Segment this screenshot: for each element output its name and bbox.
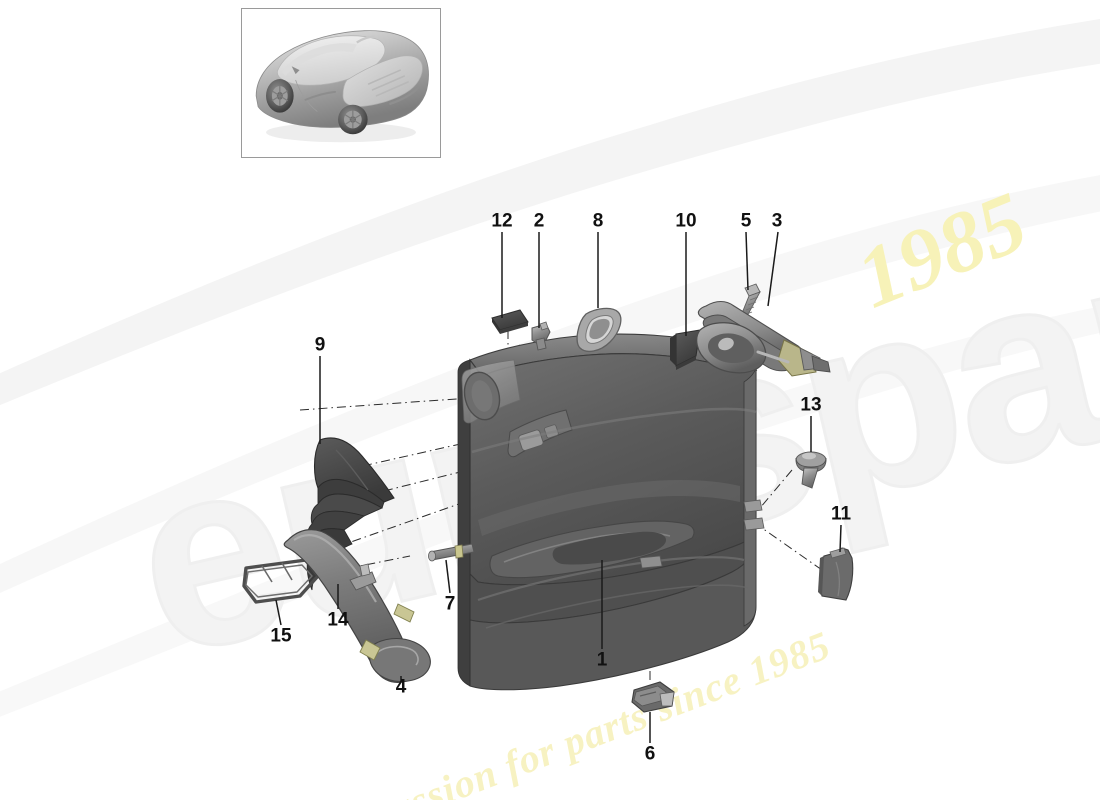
leader-5 [745,231,749,291]
leader-11 [839,524,842,553]
callout-3[interactable]: 3 [771,210,783,232]
callout-7[interactable]: 7 [444,593,456,615]
part-armrest-pull [283,529,431,683]
callout-12[interactable]: 12 [491,210,513,232]
callout-6[interactable]: 6 [644,743,656,765]
part-push-rivet [795,451,827,489]
rear-clip-boss-a [743,499,763,513]
callout-11[interactable]: 11 [830,503,852,525]
car-wheel-rear [338,104,368,135]
callout-5[interactable]: 5 [740,210,752,232]
leader-15 [275,599,282,626]
part-lower-clip [631,681,675,713]
leader-7 [445,559,451,594]
vehicle-thumbnail [241,8,441,158]
part-door-trim-panel [457,333,765,691]
part-door-pull-handle [696,300,831,377]
part-cover-cap [491,309,529,334]
axis-11 [761,527,823,571]
callout-1[interactable]: 1 [596,649,608,671]
car-wheel-front [266,79,294,113]
callout-4[interactable]: 4 [395,676,407,698]
callout-9[interactable]: 9 [314,334,326,356]
callout-13[interactable]: 13 [800,394,822,416]
callout-15[interactable]: 15 [270,625,292,647]
axis-9a [299,397,471,411]
callout-10[interactable]: 10 [675,210,697,232]
bottom-clip-boss [639,555,663,569]
callout-8[interactable]: 8 [592,210,604,232]
axis-13 [759,469,793,509]
rear-clip-boss-b [743,517,765,531]
leader-3 [767,231,779,307]
callout-14[interactable]: 14 [327,609,349,631]
part-rear-edge-trim [818,547,854,601]
callout-2[interactable]: 2 [533,210,545,232]
